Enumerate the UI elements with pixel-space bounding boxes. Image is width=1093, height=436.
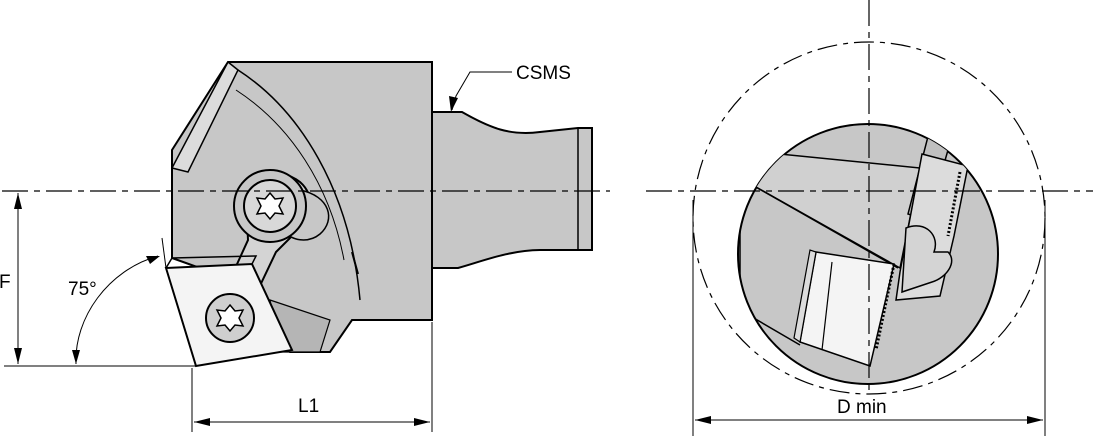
front-insert-left <box>793 249 817 344</box>
l1-label: L1 <box>298 396 319 417</box>
head-chamfer <box>170 60 239 173</box>
csms-coupling <box>431 111 593 269</box>
angle-arrow-start <box>72 350 80 364</box>
f-arrow-bottom <box>14 348 22 364</box>
front-face-details <box>739 124 969 367</box>
front-clamp-lever <box>901 225 953 294</box>
csms-label: CSMS <box>516 63 571 84</box>
angle-label: 75° <box>68 279 97 300</box>
head-front-curve-inner <box>235 89 345 261</box>
l1-arrow-right <box>414 418 430 426</box>
angle-extension-line <box>161 237 167 269</box>
f-arrow-top <box>14 193 22 209</box>
csms-leader <box>451 71 512 111</box>
l1-arrow-left <box>194 418 210 426</box>
dmin-arrow-right <box>1027 416 1043 424</box>
f-label: F <box>0 272 11 293</box>
upper-torx-icon <box>255 191 285 221</box>
csms-leader-arrow <box>449 96 458 112</box>
front-insert-divider <box>821 261 833 351</box>
head-slot <box>351 251 359 275</box>
d-min-label: D min <box>837 397 887 418</box>
front-insert-knurl <box>874 263 896 351</box>
angle-arc <box>75 255 159 365</box>
front-diagonal <box>739 177 899 269</box>
front-view: D min <box>646 0 1093 436</box>
side-view: F 75° L1 CSMS <box>0 60 610 432</box>
front-clamp-ridge <box>946 171 962 237</box>
lower-torx-icon <box>215 303 245 333</box>
dmin-arrow-left <box>695 416 711 424</box>
insert-edge <box>165 255 258 269</box>
angle-arrow-end <box>146 256 160 264</box>
